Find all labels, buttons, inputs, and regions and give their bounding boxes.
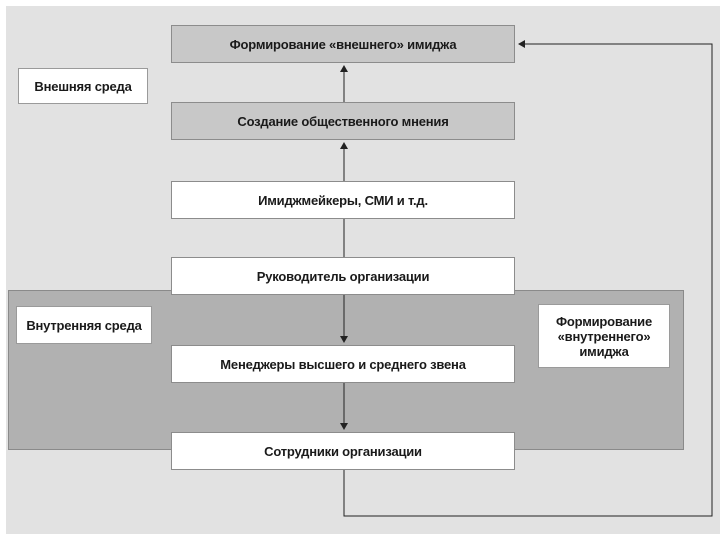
feedback-loop-line — [343, 40, 713, 517]
box-image-makers: Имиджмейкеры, СМИ и т.д. — [171, 181, 515, 219]
box-external-image: Формирование «внешнего» имиджа — [171, 25, 515, 63]
box-employees: Сотрудники организации — [171, 432, 515, 470]
external-environment-label: Внешняя среда — [18, 68, 148, 104]
box-public-opinion: Создание общественного мнения — [171, 102, 515, 140]
internal-image-label: Формирование «внутреннего» имиджа — [538, 304, 670, 368]
box-managers: Менеджеры высшего и среднего звена — [171, 345, 515, 383]
internal-environment-label: Внутренняя среда — [16, 306, 152, 344]
box-head: Руководитель организации — [171, 257, 515, 295]
